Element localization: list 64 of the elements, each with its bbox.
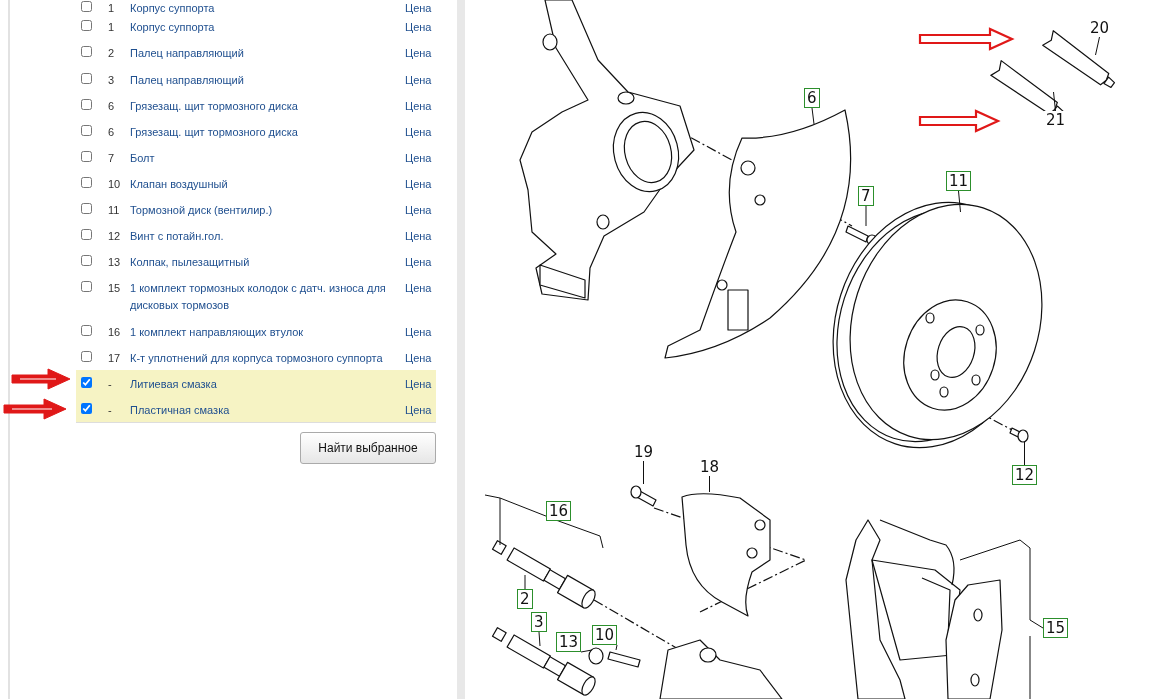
price-link: Цена (405, 377, 432, 392)
part-number: 3 (108, 73, 116, 88)
part-name-link: Грязезащ. щит тормозного диска (130, 125, 299, 140)
part-name-link: Болт (130, 151, 156, 166)
leader-line (538, 631, 541, 647)
leader-line (643, 460, 644, 485)
part-name-link: 1 комплект направляющих втулок (130, 325, 305, 340)
part-number: 13 (108, 255, 122, 270)
brake-assembly-drawing (491, 0, 1116, 699)
price-link: Цена (405, 177, 432, 192)
part-name-link: Корпус суппорта (130, 20, 216, 35)
leader-line (1095, 36, 1100, 56)
part-name-link: Палец направляющий (130, 73, 245, 88)
part-name-link: 1 комплект тормозных колодок с датч. износа для дисковых тормозов (130, 281, 387, 313)
part-number: 12 (108, 229, 122, 244)
price-link: Цена (405, 351, 432, 366)
part-number: 10 (108, 177, 122, 192)
part-number: - (108, 403, 113, 418)
part-number: 15 (108, 281, 122, 296)
part-name-link: Клапан воздушный (130, 177, 229, 192)
price-link: Цена (405, 229, 432, 244)
price-link: Цена (405, 20, 432, 35)
part-name-link: К-т уплотнений для корпуса тормозного суппорта (130, 351, 384, 366)
leader-line (615, 644, 618, 651)
part-name-link: Колпак, пылезащитный (130, 255, 251, 270)
part-number: 6 (108, 99, 116, 114)
leader-line (865, 205, 867, 227)
part-number: 1 (108, 1, 116, 16)
part-number: 16 (108, 325, 122, 340)
part-number: 11 (108, 203, 121, 218)
price-link: Цена (405, 125, 432, 140)
leader-line (484, 494, 604, 549)
price-link: Цена (405, 46, 432, 61)
part-number: 7 (108, 151, 116, 166)
leader-line (811, 107, 815, 125)
part-number: 17 (108, 351, 122, 366)
leader-line (524, 574, 526, 590)
leader-line (580, 649, 593, 653)
price-link: Цена (405, 1, 432, 16)
leader-line (709, 475, 710, 493)
leader-line (1024, 441, 1025, 466)
leader-line (958, 190, 961, 213)
price-link: Цена (405, 403, 432, 418)
part-name-link: Литиевая смазка (130, 377, 218, 392)
part-name-link: Пластичная смазка (130, 403, 231, 418)
price-link: Цена (405, 255, 432, 270)
part-name-link: Винт с потайн.гол. (130, 229, 225, 244)
leader-line (959, 539, 1044, 699)
part-number: 2 (108, 46, 116, 61)
price-link: Цена (405, 73, 432, 88)
price-link: Цена (405, 325, 432, 340)
part-name-link: Тормозной диск (вентилир.) (130, 203, 274, 218)
price-link: Цена (405, 99, 432, 114)
part-number: 6 (108, 125, 116, 140)
part-name-link: Палец направляющий (130, 46, 245, 61)
part-number: 1 (108, 20, 116, 35)
part-name-link: Грязезащ. щит тормозного диска (130, 99, 299, 114)
price-link: Цена (405, 151, 432, 166)
part-name-link: Корпус суппорта (130, 1, 216, 16)
part-number: - (108, 377, 113, 392)
price-link: Цена (405, 281, 432, 296)
price-link: Цена (405, 203, 432, 218)
leader-line (1053, 91, 1056, 112)
find-selected-button: Найти выбранное (300, 432, 436, 464)
